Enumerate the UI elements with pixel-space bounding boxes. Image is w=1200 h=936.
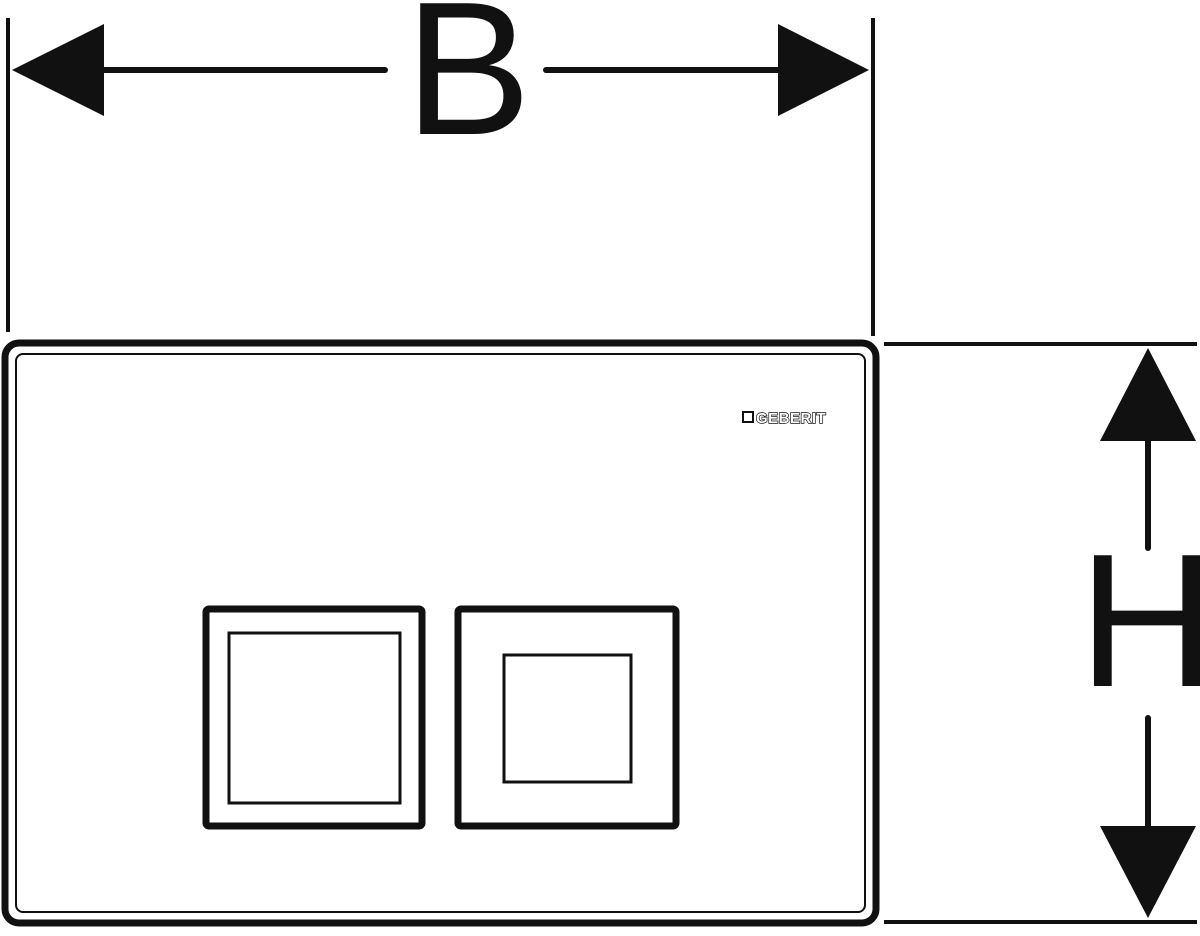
up-arrowhead-icon <box>1100 348 1196 441</box>
width-dimension <box>6 18 875 336</box>
width-label: B <box>405 0 532 175</box>
height-dimension <box>884 342 1197 924</box>
plate-outer-edge <box>1 339 880 927</box>
large-button-frame <box>202 605 426 830</box>
small-button-frame <box>454 605 680 830</box>
square-logo-icon <box>742 411 754 423</box>
large-button-face <box>227 631 402 805</box>
left-arrowhead-icon <box>12 24 104 116</box>
right-arrowhead-icon <box>778 24 869 116</box>
small-button-face <box>502 653 633 784</box>
brand-logo-text: GEBERIT <box>756 410 826 427</box>
plate-inner-edge <box>15 353 866 913</box>
down-arrowhead-icon <box>1100 826 1196 918</box>
height-label: H <box>1078 515 1200 727</box>
flush-plate <box>1 339 880 927</box>
small-flush-button <box>454 605 680 830</box>
large-flush-button <box>202 605 426 830</box>
brand-logo: GEBERIT <box>742 409 826 428</box>
